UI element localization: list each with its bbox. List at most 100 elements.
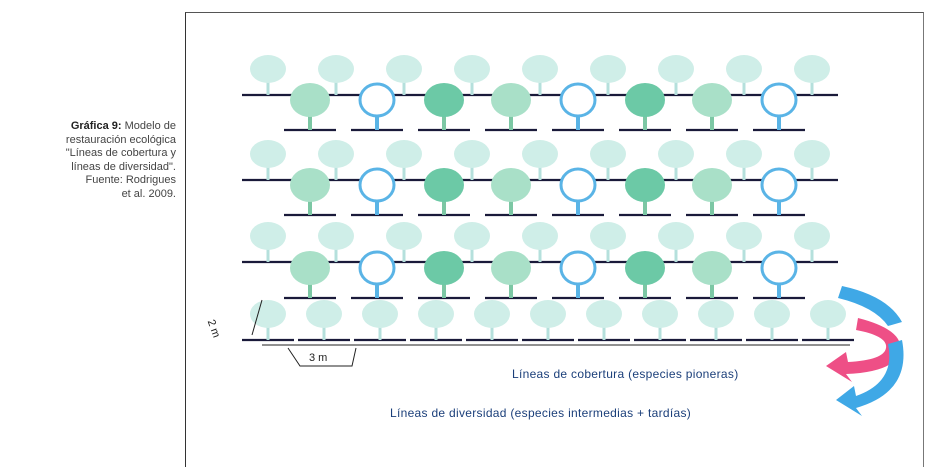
tree-intermedia-dark [619,83,671,132]
tree-trunk [266,248,270,262]
tree-tardia [753,250,805,300]
tree-trunk [810,248,814,262]
tree-crown [491,168,531,202]
tree-crown [658,222,694,250]
tree-trunk [266,81,270,95]
tree-trunk [606,166,610,180]
tree-tardia [351,82,403,132]
tree-crown [625,83,665,117]
tree-pioneer [746,300,798,342]
tree-intermedia [284,168,336,217]
tree-trunk [714,326,718,340]
tree-trunk [470,248,474,262]
tree-trunk [442,114,446,130]
tree-crown [290,168,330,202]
tree-intermedia [686,83,738,132]
tree-crown [794,140,830,168]
tree-intermedia [284,251,336,300]
tree-intermedia [485,251,537,300]
tree-pioneer [242,222,294,264]
tree-pioneer [786,222,838,264]
tree-trunk [810,166,814,180]
tree-crown [559,250,597,286]
tree-tardia [552,167,604,217]
tree-trunk [777,114,781,130]
tree-trunk [538,166,542,180]
tree-trunk [826,326,830,340]
tree-trunk [308,282,312,298]
figure-caption: Gráfica 9: Modelo de restauración ecológ… [0,120,176,201]
row-diversidad [284,167,805,217]
tree-trunk [490,326,494,340]
tree-crown [418,300,454,328]
tree-crown [794,222,830,250]
tree-trunk [378,326,382,340]
tree-crown [386,140,422,168]
tree-crown [250,300,286,328]
tree-trunk [810,81,814,95]
tree-trunk [538,248,542,262]
tree-trunk [674,81,678,95]
tree-crown [290,251,330,285]
tree-pioneer [242,300,294,342]
col-spacing-bracket [287,347,357,367]
tree-trunk [606,248,610,262]
tree-crown [726,140,762,168]
tree-trunk [770,326,774,340]
tree-crown [658,55,694,83]
tree-trunk [643,282,647,298]
tree-trunk [266,326,270,340]
tree-crown [760,167,798,203]
tree-trunk [470,166,474,180]
tree-crown [250,55,286,83]
tree-crown [522,140,558,168]
tree-trunk [643,199,647,215]
row-cobertura [242,222,838,264]
tree-trunk [375,199,379,215]
tree-trunk [442,282,446,298]
tree-intermedia [485,83,537,132]
tree-trunk [742,81,746,95]
tree-trunk [470,81,474,95]
tree-trunk [442,199,446,215]
tree-crown [491,251,531,285]
tree-intermedia-dark [418,83,470,132]
tree-trunk [710,282,714,298]
tree-trunk [334,81,338,95]
tree-crown [559,82,597,118]
arrow-blue-bottom [836,340,904,416]
caption-line-5: Fuente: Rodrigues [85,174,177,186]
tree-trunk [322,326,326,340]
tree-trunk [777,199,781,215]
tree-trunk [308,114,312,130]
tree-pioneer [242,140,294,182]
tree-trunk [402,81,406,95]
tree-crown [424,83,464,117]
tree-crown [474,300,510,328]
tree-crown [760,82,798,118]
tree-trunk [509,114,513,130]
tree-crown [754,300,790,328]
legend-arrows [826,286,904,416]
tree-trunk [742,248,746,262]
tree-crown [726,222,762,250]
tree-trunk [334,248,338,262]
tree-crown [454,55,490,83]
tree-pioneer [354,300,406,342]
tree-crown [424,168,464,202]
tree-crown [250,140,286,168]
tree-trunk [674,166,678,180]
tree-crown [625,251,665,285]
tree-crown [522,55,558,83]
caption-line-2: restauración ecológica [65,133,176,146]
tree-trunk [308,199,312,215]
tree-crown [794,55,830,83]
tree-crown [590,140,626,168]
tree-crown [726,55,762,83]
caption-line-6: et al. 2009. [121,187,176,200]
tree-crown [586,300,622,328]
row-diversidad [284,250,805,300]
tree-trunk [576,282,580,298]
caption-line-3: "Líneas de cobertura y [65,147,176,159]
tree-crown [491,83,531,117]
